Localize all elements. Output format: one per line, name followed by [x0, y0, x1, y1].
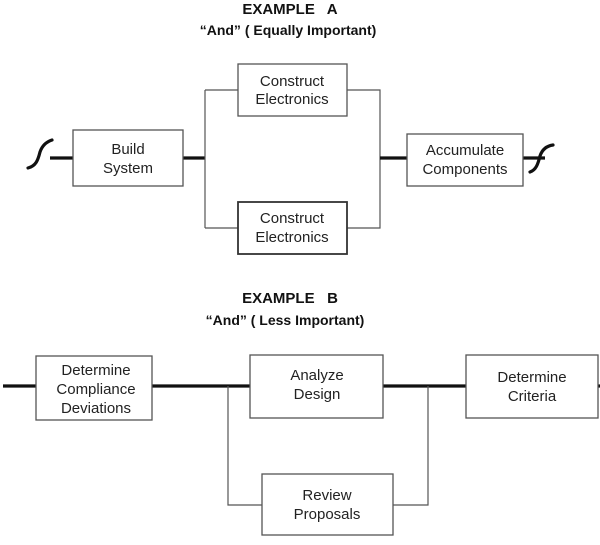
compliance-line-2: Compliance — [56, 381, 135, 398]
review-line-2: Proposals — [294, 506, 361, 523]
and-join — [347, 89, 381, 229]
determine-compliance-deviations-box: Determine Compliance Deviations — [35, 355, 153, 421]
construct-bottom-line-2: Electronics — [255, 229, 328, 246]
construct-electronics-bottom-box: Construct Electronics — [237, 201, 348, 255]
construct-bottom-line-1: Construct — [260, 210, 325, 227]
b-review-branch-out — [393, 386, 429, 506]
right-continuation-mark — [528, 143, 555, 174]
analyze-design-box: Analyze Design — [249, 354, 384, 419]
compliance-line-1: Determine — [61, 362, 130, 379]
example-a-title: EXAMPLE A — [242, 1, 337, 18]
build-system-line-2: System — [103, 160, 153, 177]
example-b: EXAMPLE B “And” ( Less Important) Determ… — [3, 290, 600, 536]
example-b-subtitle: “And” ( Less Important) — [206, 312, 365, 328]
build-system-line-1: Build — [111, 141, 144, 158]
review-line-1: Review — [302, 487, 351, 504]
criteria-line-1: Determine — [497, 369, 566, 386]
accumulate-line-2: Components — [422, 161, 507, 178]
example-a-subtitle: “And” ( Equally Important) — [200, 22, 377, 38]
analyze-line-2: Design — [294, 386, 341, 403]
build-system-box: Build System — [72, 129, 184, 187]
criteria-line-2: Criteria — [508, 388, 557, 405]
construct-electronics-top-box: Construct Electronics — [237, 63, 348, 117]
determine-criteria-box: Determine Criteria — [465, 354, 599, 419]
analyze-line-1: Analyze — [290, 367, 343, 384]
accumulate-line-1: Accumulate — [426, 142, 504, 159]
left-continuation-mark — [26, 138, 54, 170]
example-b-title: EXAMPLE B — [242, 290, 338, 307]
construct-top-line-2: Electronics — [255, 91, 328, 108]
accumulate-components-box: Accumulate Components — [406, 133, 524, 187]
review-proposals-box: Review Proposals — [261, 473, 394, 536]
construct-top-line-1: Construct — [260, 73, 325, 90]
b-review-branch-in — [227, 386, 262, 506]
example-a: EXAMPLE A “And” ( Equally Important) Bui… — [26, 1, 555, 255]
compliance-line-3: Deviations — [61, 400, 131, 417]
